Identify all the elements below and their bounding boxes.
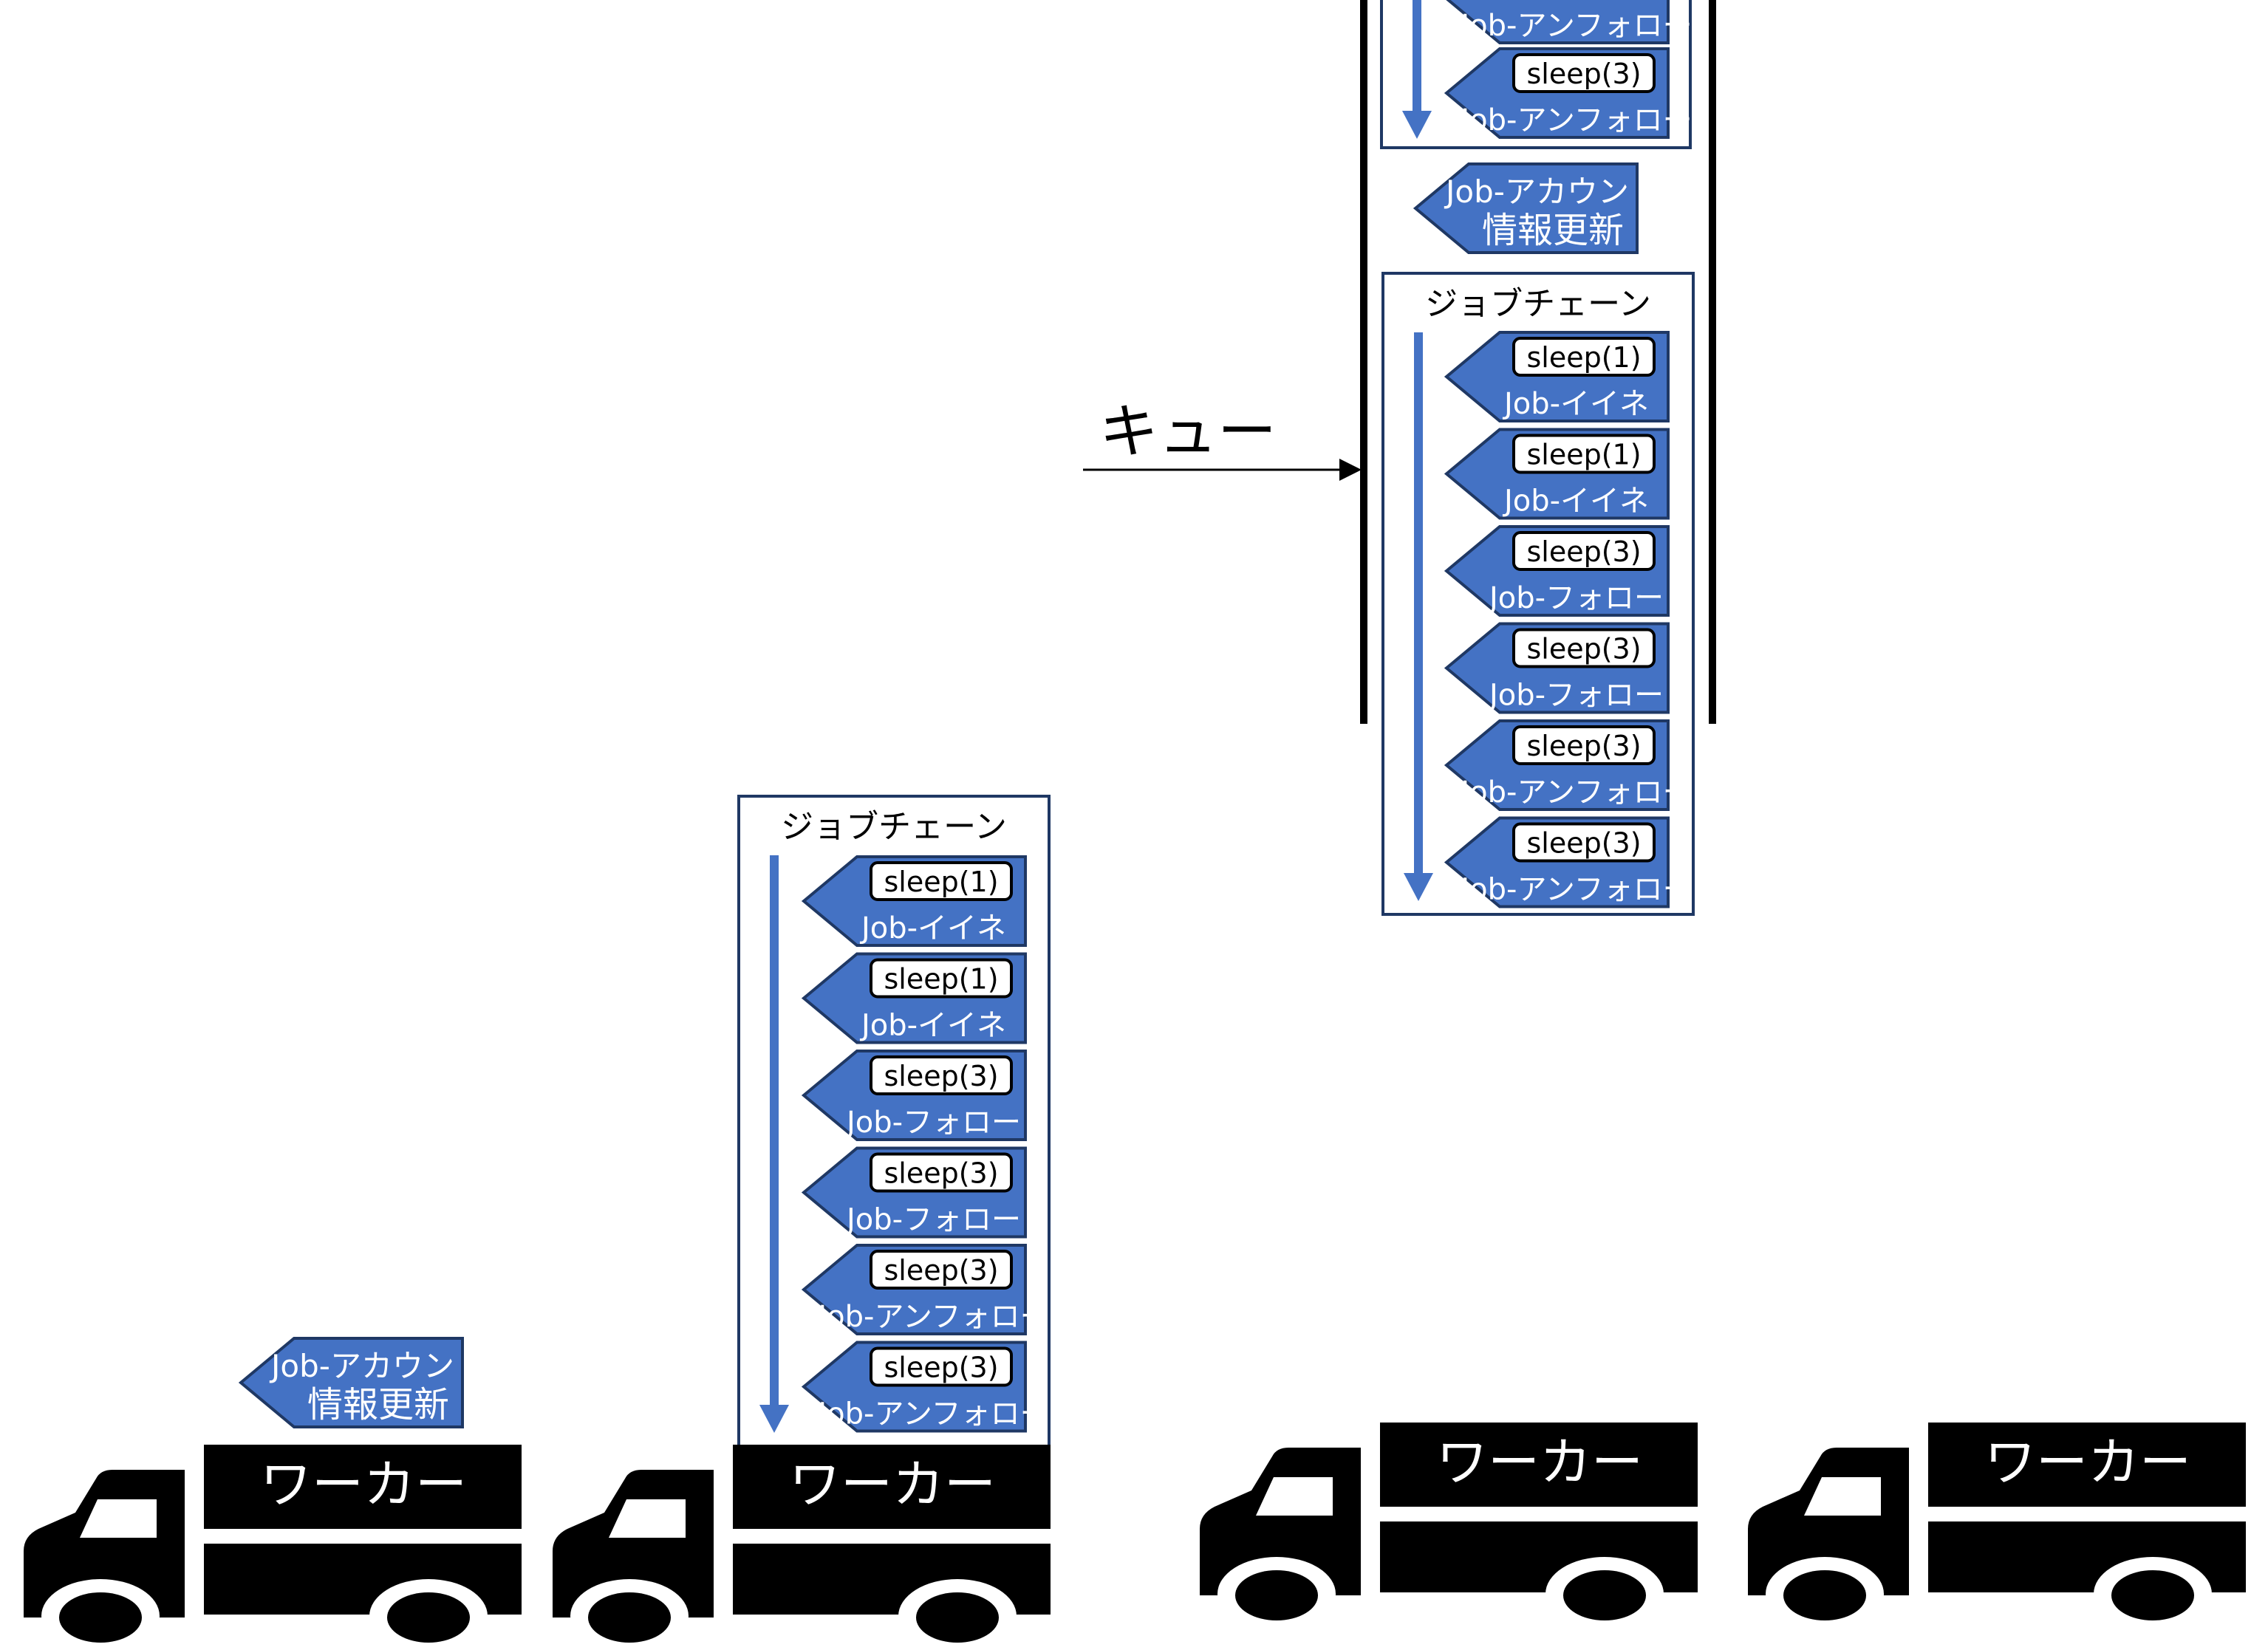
- sleep-label: sleep(3): [1526, 58, 1641, 90]
- sleep-label: sleep(1): [884, 963, 998, 996]
- worker-truck: ワーカー: [1748, 1423, 2246, 1631]
- sleep-badge: [870, 1346, 1013, 1387]
- sleep-badge: [1512, 337, 1656, 377]
- chain-flow-arrowhead: [1404, 873, 1433, 901]
- sleep-label: sleep(1): [1526, 439, 1641, 471]
- job-label: Job-アンフォロー: [1458, 776, 1692, 809]
- wheel: [1563, 1570, 1646, 1620]
- worker-label: ワーカー: [789, 1454, 996, 1515]
- partial-chain-flow-arrowhead: [1402, 111, 1432, 139]
- sleep-badge: [870, 1152, 1013, 1193]
- worker-truck: ワーカー: [24, 1445, 522, 1650]
- worker-truck: ワーカー: [553, 1445, 1051, 1650]
- sleep-badge: [870, 1055, 1013, 1095]
- chain-job: sleep(3) Job-フォロー: [1444, 622, 1670, 714]
- sleep-label: sleep(1): [1526, 341, 1641, 374]
- truck-cargo-top: [204, 1445, 522, 1529]
- standalone-job-line1: Job-アカウント: [269, 1348, 485, 1384]
- chain-flow-arrowhead: [759, 1405, 789, 1433]
- standalone-job-line1: Job-アカウント: [1444, 174, 1660, 210]
- sleep-label: sleep(3): [1526, 827, 1641, 860]
- wheel: [59, 1592, 142, 1643]
- wheel: [1235, 1570, 1318, 1620]
- job-label: Job-イイネ: [1502, 387, 1649, 421]
- job-label: Job-イイネ: [859, 911, 1006, 945]
- worker-label: ワーカー: [1436, 1432, 1643, 1493]
- sleep-badge: [870, 958, 1013, 999]
- chain-job: sleep(1) Job-イイネ: [1444, 428, 1670, 520]
- job-label: Job-イイネ: [1502, 485, 1649, 518]
- sleep-badge: [1512, 53, 1656, 93]
- standalone-job-shape: [238, 1337, 464, 1428]
- job-label: Job-アンフォロー: [1458, 103, 1692, 137]
- job-chain-worker: ジョブチェーンsleep(1)Job-イイネsleep(1)Job-イイネsle…: [737, 795, 1051, 1448]
- sleep-badge: [1512, 725, 1656, 765]
- chain-job: sleep(3) Job-フォロー: [1444, 525, 1670, 617]
- job-label: Job-フォロー: [1487, 581, 1664, 615]
- job-label: Job-フォロー: [844, 1106, 1021, 1140]
- sleep-label: sleep(3): [1526, 730, 1641, 762]
- chain-job: sleep(1) Job-イイネ: [801, 855, 1027, 947]
- worker-truck: ワーカー: [1200, 1423, 1698, 1631]
- standalone-job-line2: 情報更新: [1482, 210, 1624, 251]
- job-label: Job-アンフォロー: [816, 1397, 1049, 1431]
- partial-chain-job: Job-アンフォロー: [1446, 0, 1693, 44]
- chain-job: sleep(3) Job-アンフォロー: [801, 1341, 1050, 1433]
- sleep-label: sleep(3): [884, 1352, 998, 1384]
- job-label: Job-イイネ: [859, 1009, 1006, 1043]
- chain-job: sleep(1) Job-イイネ: [801, 952, 1027, 1044]
- sleep-badge: [1512, 822, 1656, 863]
- sleep-label: sleep(3): [884, 1157, 998, 1190]
- sleep-label: sleep(1): [884, 866, 998, 898]
- sleep-badge: [1512, 628, 1656, 668]
- wheel: [588, 1592, 671, 1643]
- wheel: [387, 1592, 470, 1643]
- sleep-badge: [1512, 531, 1656, 571]
- chain-title: ジョブチェーン: [1425, 285, 1651, 323]
- job-chain-queue: ジョブチェーンsleep(1)Job-イイネsleep(1)Job-イイネsle…: [1381, 272, 1695, 916]
- queue-label: キュー: [1099, 397, 1277, 466]
- truck-cargo-top: [1380, 1423, 1698, 1507]
- chain-job: sleep(3) Job-フォロー: [801, 1050, 1027, 1141]
- chain-job: sleep(3) Job-アンフォロー: [1444, 719, 1693, 811]
- chain-job: sleep(1) Job-イイネ: [1444, 331, 1670, 422]
- job-label: Job-アンフォロー: [1458, 9, 1692, 43]
- partial-chain-job: sleep(3) Job-アンフォロー: [1444, 47, 1693, 139]
- chain-job: sleep(3) Job-アンフォロー: [801, 1244, 1050, 1335]
- worker-label: ワーカー: [1984, 1432, 2191, 1493]
- wheel: [2111, 1570, 2194, 1620]
- truck-window: [80, 1499, 157, 1538]
- sleep-label: sleep(3): [1526, 633, 1641, 665]
- chain-job: sleep(3) Job-フォロー: [801, 1146, 1027, 1239]
- sleep-badge: [870, 1250, 1013, 1290]
- wheel: [1783, 1570, 1866, 1620]
- sleep-label: sleep(3): [1526, 535, 1641, 568]
- truck-cargo-top: [1928, 1423, 2246, 1507]
- job-tag-shape: [1446, 0, 1670, 44]
- job-label: Job-アンフォロー: [816, 1300, 1049, 1334]
- truck-window: [609, 1499, 686, 1538]
- wheel: [916, 1592, 999, 1643]
- truck-window: [1256, 1477, 1333, 1516]
- sleep-badge: [1512, 434, 1656, 474]
- truck-cargo-top: [733, 1445, 1051, 1529]
- chain-title: ジョブチェーン: [781, 808, 1007, 846]
- worker-label: ワーカー: [260, 1454, 467, 1515]
- truck-window: [1804, 1477, 1881, 1516]
- job-label: Job-アンフォロー: [1458, 873, 1692, 907]
- standalone-job-line2: 情報更新: [307, 1384, 449, 1425]
- standalone-job-shape: [1413, 162, 1639, 254]
- chain-job: sleep(3) Job-アンフォロー: [1444, 816, 1693, 908]
- job-label: Job-フォロー: [1487, 679, 1664, 713]
- sleep-label: sleep(3): [884, 1060, 998, 1092]
- job-label: Job-フォロー: [844, 1203, 1021, 1237]
- sleep-badge: [870, 861, 1013, 901]
- sleep-label: sleep(3): [884, 1254, 998, 1287]
